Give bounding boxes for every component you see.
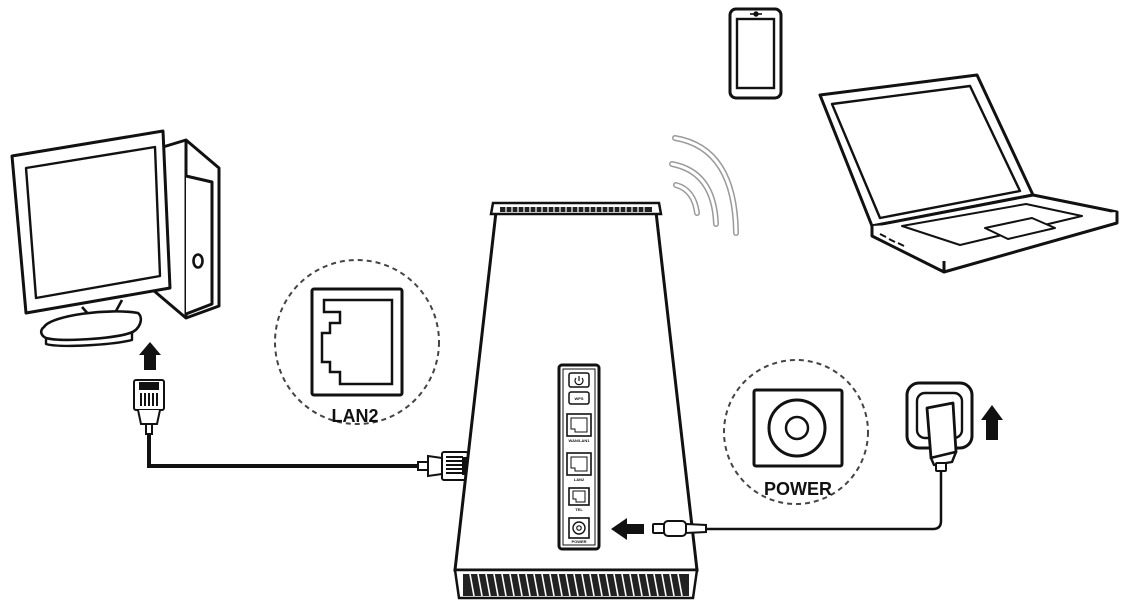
dc-plug-icon [652, 520, 707, 537]
tel-port-icon [568, 487, 590, 506]
ethernet-port-icon [310, 287, 404, 397]
lan2-port-icon [566, 452, 592, 476]
lan2-port-label: LAN2 [574, 477, 585, 482]
power-port-callout: POWER [723, 359, 869, 505]
power-cable [706, 470, 943, 531]
power-adapter-icon [905, 381, 974, 472]
rj45-plug-icon [417, 451, 470, 481]
power-port-label: POWER [571, 539, 586, 544]
tel-port-label: TEL [575, 507, 583, 512]
ethernet-cable [147, 434, 420, 468]
arrow-up-icon [139, 342, 161, 370]
wps-button-icon [568, 391, 590, 405]
smartphone-icon [728, 7, 783, 100]
arrow-left-icon [611, 518, 644, 540]
wps-button-label: WPS [574, 396, 583, 401]
wan-lan1-port-icon [566, 413, 592, 437]
desktop-computer-icon [10, 129, 221, 348]
lan-port-label: LAN2 [331, 406, 378, 426]
power-callout-label: POWER [764, 479, 832, 499]
wan-lan1-port-label: WAN/LAN1 [569, 438, 591, 443]
lan-port-callout: LAN2 [274, 259, 440, 426]
rj45-plug-icon [133, 379, 165, 435]
router-icon: WPS WAN/LAN1 LAN2 TEL POWER [453, 201, 699, 600]
laptop-icon [818, 73, 1119, 274]
arrow-up-icon [981, 405, 1003, 440]
